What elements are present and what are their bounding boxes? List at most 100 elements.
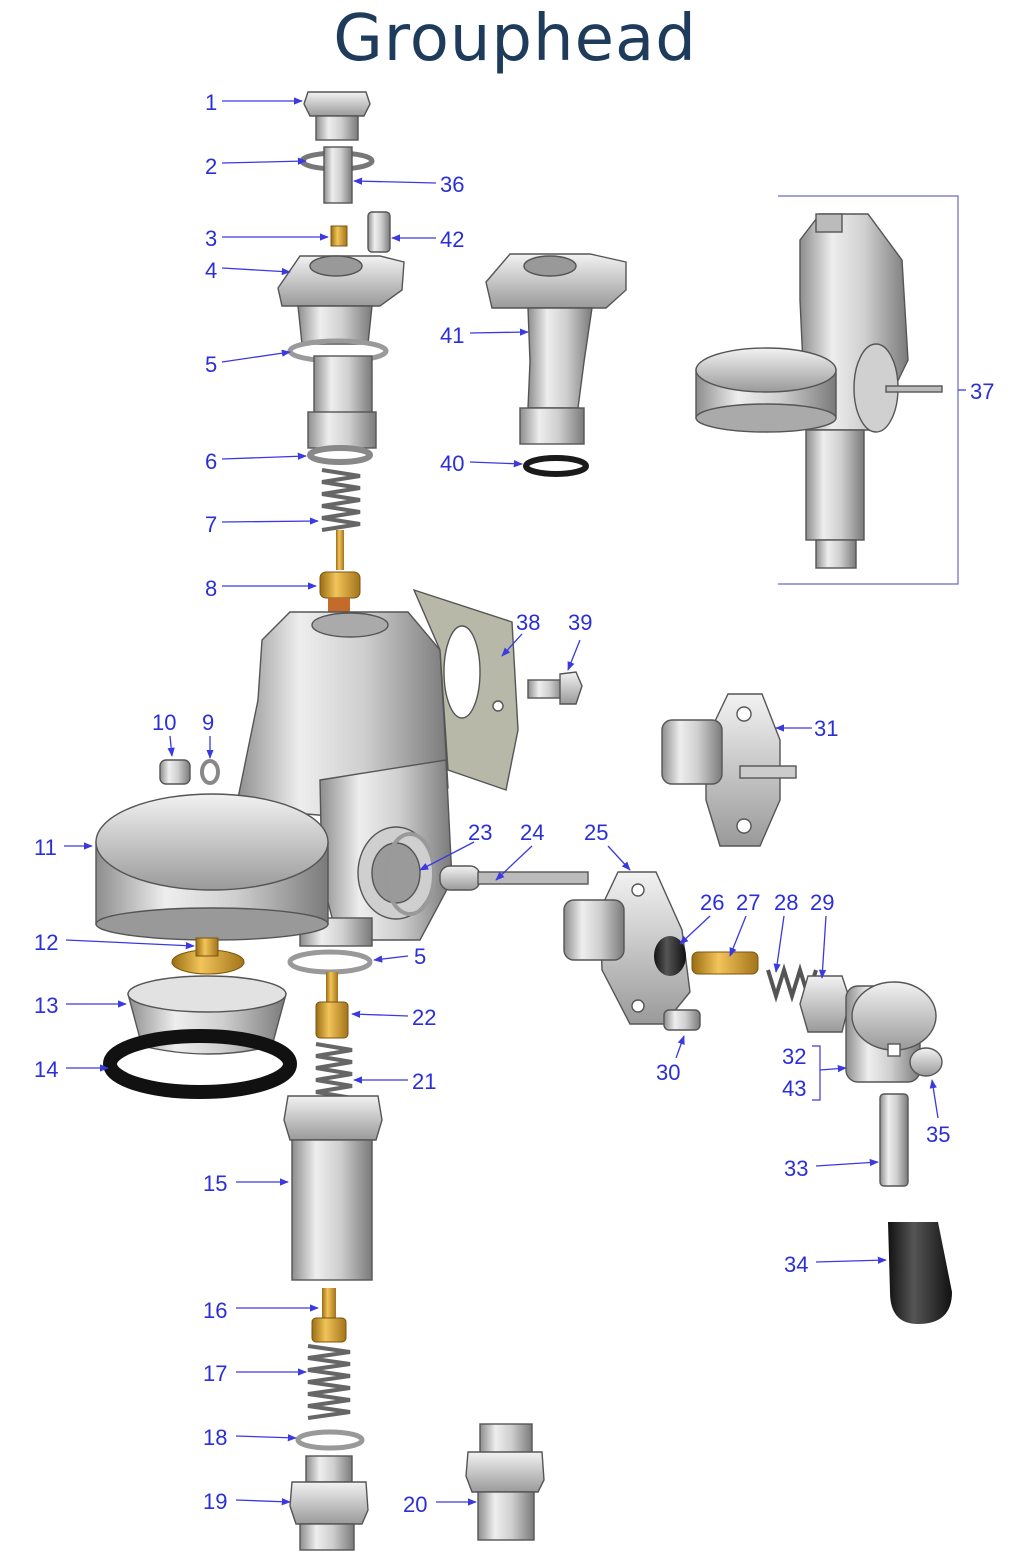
part-14-gasket bbox=[103, 1029, 297, 1099]
part-35-knob-tip bbox=[909, 1047, 943, 1077]
callout-5-upper: 5 bbox=[205, 352, 217, 377]
part-1-cap bbox=[303, 91, 371, 141]
leader-33 bbox=[815, 1158, 879, 1167]
callout-8: 8 bbox=[205, 576, 217, 601]
page-title: Grouphead bbox=[333, 2, 697, 76]
callout-31: 31 bbox=[814, 716, 838, 741]
part-36-filter bbox=[323, 146, 353, 204]
part-20-fitting bbox=[465, 1423, 545, 1541]
callout-39: 39 bbox=[568, 610, 592, 635]
callout-36: 36 bbox=[440, 172, 464, 197]
part-16-brass-valve bbox=[311, 1288, 347, 1343]
leader-26 bbox=[679, 915, 711, 945]
part-4-upper-flange bbox=[277, 255, 405, 345]
leader-7 bbox=[221, 517, 319, 525]
callout-9: 9 bbox=[202, 710, 214, 735]
part-6-washer bbox=[307, 445, 373, 465]
leader-4 bbox=[221, 267, 291, 276]
part-12-brass-screen bbox=[171, 937, 245, 975]
leader-36 bbox=[353, 177, 437, 185]
part-7-spring bbox=[321, 468, 361, 532]
callout-35: 35 bbox=[926, 1122, 950, 1147]
callout-23: 23 bbox=[468, 820, 492, 845]
part-23-ring bbox=[384, 832, 436, 916]
leader-19 bbox=[235, 1498, 291, 1506]
callout-42: 42 bbox=[440, 227, 464, 252]
leader-2 bbox=[221, 157, 307, 165]
leader-40 bbox=[469, 460, 523, 468]
callout-17: 17 bbox=[203, 1361, 227, 1386]
part-40-o-ring bbox=[523, 455, 589, 477]
part-19-fitting bbox=[289, 1455, 369, 1551]
leader-12 bbox=[65, 939, 195, 950]
part-39-bolt bbox=[527, 671, 583, 705]
leader-5b bbox=[373, 955, 409, 963]
part-34-handle-knob bbox=[888, 1222, 952, 1324]
callouts: 1 2 36 3 42 4 41 5 40 6 7 8 37 38 39 10 … bbox=[34, 90, 994, 1517]
leader-28 bbox=[773, 915, 785, 973]
callout-32: 32 bbox=[782, 1044, 806, 1069]
callout-5-lower: 5 bbox=[414, 944, 426, 969]
callout-25: 25 bbox=[584, 820, 608, 845]
leader-32-43 bbox=[819, 1064, 847, 1073]
callout-12: 12 bbox=[34, 930, 58, 955]
part-38-gasket-plate bbox=[412, 588, 519, 791]
callout-22: 22 bbox=[412, 1005, 436, 1030]
callout-24: 24 bbox=[520, 820, 544, 845]
leader-22 bbox=[351, 1010, 409, 1018]
callout-20: 20 bbox=[403, 1492, 427, 1517]
leader-5a bbox=[221, 349, 291, 363]
callout-33: 33 bbox=[784, 1156, 808, 1181]
callout-6: 6 bbox=[205, 449, 217, 474]
callout-43: 43 bbox=[782, 1076, 806, 1101]
callout-28: 28 bbox=[774, 890, 798, 915]
leader-30 bbox=[675, 1035, 685, 1059]
part-30-screw bbox=[663, 1009, 701, 1031]
leader-41 bbox=[469, 328, 529, 336]
part-15-sleeve bbox=[283, 1095, 383, 1281]
part-31-valve-cover bbox=[661, 693, 797, 847]
part-18-washer bbox=[295, 1429, 365, 1451]
part-27-brass-stem bbox=[691, 951, 759, 975]
part-11-shower-housing bbox=[95, 793, 329, 941]
callout-1: 1 bbox=[205, 90, 217, 115]
callout-29: 29 bbox=[810, 890, 834, 915]
leader-34 bbox=[815, 1256, 887, 1264]
callout-30: 30 bbox=[656, 1060, 680, 1085]
part-42-screw bbox=[367, 211, 391, 253]
leader-23 bbox=[419, 841, 475, 871]
leader-25 bbox=[607, 845, 631, 871]
callout-19: 19 bbox=[203, 1489, 227, 1514]
part-17-spring bbox=[307, 1344, 351, 1420]
part-24-valve-stem bbox=[439, 865, 589, 891]
callout-7: 7 bbox=[205, 512, 217, 537]
callout-18: 18 bbox=[203, 1425, 227, 1450]
part-37-assembled-view bbox=[695, 195, 959, 585]
part-10-screw bbox=[159, 759, 191, 785]
leader-18 bbox=[235, 1434, 297, 1442]
part-33-threaded-rod bbox=[879, 1093, 909, 1187]
callout-27: 27 bbox=[736, 890, 760, 915]
callout-26: 26 bbox=[700, 890, 724, 915]
part-5-ring-lower bbox=[287, 949, 373, 975]
leader-24 bbox=[495, 845, 533, 881]
callout-38: 38 bbox=[516, 610, 540, 635]
callout-13: 13 bbox=[34, 993, 58, 1018]
callout-10: 10 bbox=[152, 710, 176, 735]
leader-6 bbox=[221, 452, 307, 460]
callout-15: 15 bbox=[203, 1171, 227, 1196]
part-41-flange-assembly bbox=[485, 253, 627, 445]
part-25-valve-body bbox=[563, 871, 691, 1025]
part-9-washer bbox=[200, 759, 220, 785]
callout-40: 40 bbox=[440, 451, 464, 476]
callout-34: 34 bbox=[784, 1252, 808, 1277]
part-29-nut bbox=[799, 975, 851, 1033]
leader-39 bbox=[567, 639, 581, 671]
part-8-brass-valve bbox=[319, 530, 361, 620]
leader-10 bbox=[167, 735, 175, 757]
leader-27 bbox=[729, 915, 747, 957]
part-26-seal bbox=[654, 936, 686, 976]
part-22-brass-valve bbox=[315, 972, 349, 1039]
callout-4: 4 bbox=[205, 258, 217, 283]
